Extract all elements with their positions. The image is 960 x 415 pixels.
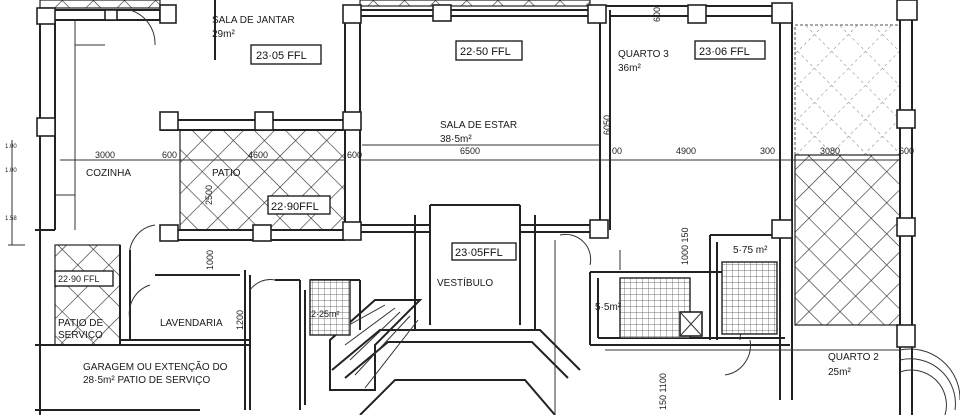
wc-mid-tiles (619, 277, 691, 339)
wc-right-tiles (721, 261, 778, 335)
dim-1000: 1000 (205, 250, 215, 270)
room-garagem-1: GARAGEM OU EXTENÇÃO DO (83, 360, 228, 373)
area-sala-jantar: 29m² (212, 29, 235, 40)
ffl-quarto3: 23·06 FFL (699, 46, 750, 58)
dim-150-1100: 150 1100 (658, 373, 668, 410)
wc-small-tiles (309, 279, 351, 336)
top-strip-hatch (39, 0, 161, 9)
dim-3000: 3000 (95, 150, 115, 160)
columns (36, 0, 918, 348)
side-dim-1: 1.00 (5, 144, 17, 150)
dim-600-a: 600 (162, 150, 177, 160)
room-cozinha: COZINHA (86, 168, 131, 179)
dim-600-c: 600 (899, 146, 914, 156)
patio-servico-hatch (54, 244, 121, 346)
room-garagem-2: 28·5m² PATIO DE SERVIÇO (83, 375, 210, 386)
patio-hatch (179, 129, 346, 231)
dim-600-top: 600 (652, 7, 662, 22)
area-wc-mid: 5·5m² (595, 302, 622, 313)
ffl-sala-estar: 22·50 FFL (460, 46, 511, 58)
room-quarto2: QUARTO 2 (828, 352, 879, 363)
area-quarto3: 36m² (618, 63, 641, 74)
dimension-labels: 3000 600 4600 600 6500 00 4900 300 3080 … (5, 7, 914, 410)
ffl-box-sala-jantar (250, 44, 322, 65)
area-sala-estar: 38·5m² (440, 134, 472, 145)
terrace-upper-hatch (794, 24, 901, 156)
room-quarto3: QUARTO 3 (618, 49, 669, 60)
ffl-patio: 22·90FFL (271, 201, 319, 213)
ffl-box-sala-estar (455, 40, 523, 61)
staircase (329, 299, 423, 391)
ffl-box-patio-servico (54, 270, 114, 287)
dim-1000-150: 1000 150 (680, 227, 690, 265)
terrace-lower-hatch (794, 154, 901, 326)
dim-300: 300 (760, 146, 775, 156)
ffl-box-vestibulo (451, 242, 517, 261)
room-patio-servico-1: PATIO DE (58, 318, 104, 329)
room-lavendaria: LAVENDARIA (160, 318, 223, 329)
dim-600-b: 600 (347, 150, 362, 160)
dim-6500: 6500 (460, 146, 480, 156)
dim-4900: 4900 (676, 146, 696, 156)
ffl-patio-servico: 22·90 FFL (58, 274, 100, 284)
side-dim-3: 1.58 (5, 216, 17, 222)
ffl-box-quarto3 (694, 40, 766, 60)
ffl-vestibulo: 23·05FFL (455, 247, 503, 259)
room-vestibulo: VESTÍBULO (437, 276, 493, 289)
room-patio: PATIO (212, 168, 241, 179)
room-sala-estar: SALA DE ESTAR (440, 120, 517, 131)
room-sala-jantar: SALA DE JANTAR (212, 15, 295, 26)
dim-4600: 4600 (248, 150, 268, 160)
ffl-sala-jantar: 23·05 FFL (256, 50, 307, 62)
area-wc-small: 2·25m² (311, 309, 340, 319)
dim-6050: 6050 (602, 115, 612, 135)
side-dim-2: 1.00 (5, 168, 17, 174)
walls (35, 0, 960, 415)
top-strip-hatch-2 (359, 0, 591, 7)
dim-2500: 2500 (204, 185, 214, 205)
area-wc-right: 5·75 m² (733, 245, 768, 256)
room-patio-servico-2: SERVIÇO (58, 330, 103, 341)
dim-1200: 1200 (235, 310, 245, 330)
ffl-box-patio (267, 195, 331, 215)
dim-3080: 3080 (820, 146, 840, 156)
area-quarto2: 25m² (828, 367, 851, 378)
dim-00: 00 (612, 146, 622, 156)
